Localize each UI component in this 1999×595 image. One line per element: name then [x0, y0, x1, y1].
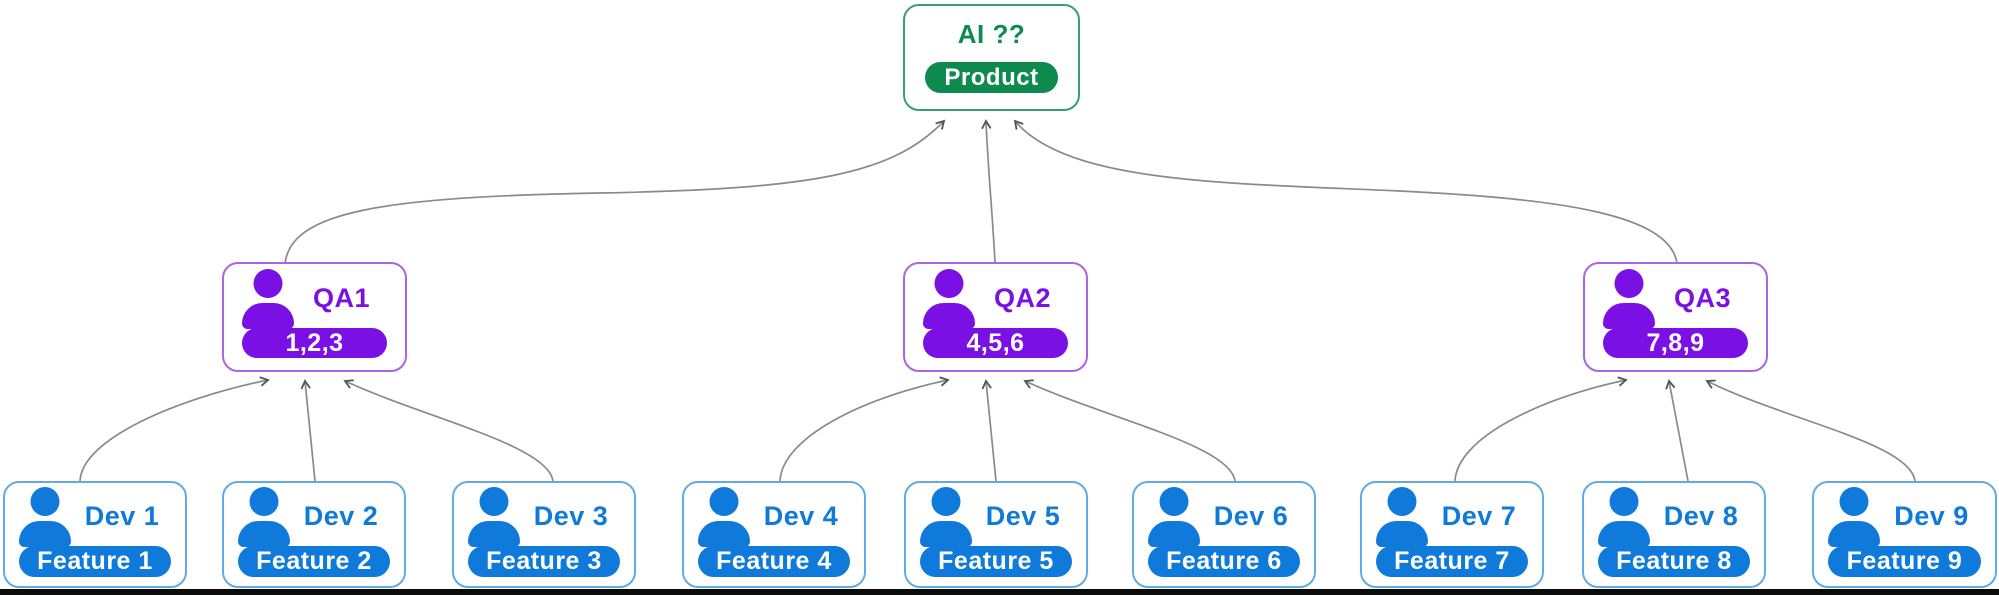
feature-badge: Feature 9 [1828, 546, 1981, 577]
qa-label: QA2 [993, 283, 1052, 313]
edge-qa1-root [284, 119, 946, 264]
dev-node-4: Dev 4 Feature 4 [682, 481, 866, 588]
edge-dev6-qa2 [1023, 379, 1236, 482]
qa-badge: 7,8,9 [1603, 328, 1748, 358]
dev-label: Dev 9 [1894, 501, 1969, 531]
edge-dev9-qa3 [1705, 379, 1916, 482]
person-icon [19, 486, 71, 547]
product-badge: Product [925, 62, 1058, 93]
feature-badge: Feature 5 [920, 546, 1072, 577]
feature-badge: Feature 1 [19, 546, 171, 577]
dev-label: Dev 1 [84, 501, 160, 531]
qa-label: QA3 [1673, 283, 1732, 313]
qa-node-2: QA2 4,5,6 [903, 262, 1088, 372]
feature-badge: Feature 8 [1598, 546, 1750, 577]
person-icon [1376, 486, 1428, 547]
person-icon [1598, 486, 1650, 547]
dev-node-9: Dev 9 Feature 9 [1812, 481, 1997, 588]
person-icon [920, 486, 972, 547]
dev-node-8: Dev 8 Feature 8 [1582, 481, 1766, 588]
feature-badge: Feature 2 [238, 546, 390, 577]
dev-node-7: Dev 7 Feature 7 [1360, 481, 1544, 588]
dev-label: Dev 2 [303, 501, 379, 531]
qa-badge: 4,5,6 [923, 328, 1068, 358]
feature-badge: Feature 6 [1148, 546, 1300, 577]
window-edge-bar [0, 589, 1999, 595]
dev-label: Dev 8 [1663, 501, 1739, 531]
person-icon [1603, 268, 1655, 329]
qa-badge: 1,2,3 [242, 328, 387, 358]
qa-label: QA1 [312, 283, 371, 313]
dev-label: Dev 4 [763, 501, 839, 531]
edge-qa3-root [1013, 119, 1678, 264]
feature-badge: Feature 7 [1376, 546, 1528, 577]
dev-label: Dev 6 [1213, 501, 1289, 531]
dev-label: Dev 3 [533, 501, 609, 531]
person-icon [1148, 486, 1200, 547]
dev-node-6: Dev 6 Feature 6 [1132, 481, 1316, 588]
edge-dev2-qa1 [300, 379, 316, 482]
person-icon [238, 486, 290, 547]
person-icon [698, 486, 750, 547]
dev-node-3: Dev 3 Feature 3 [452, 481, 636, 588]
feature-badge: Feature 4 [698, 546, 850, 577]
dev-node-1: Dev 1 Feature 1 [3, 481, 187, 588]
person-icon [468, 486, 520, 547]
edge-dev4-qa2 [779, 376, 950, 482]
qa-node-1: QA1 1,2,3 [222, 262, 407, 372]
person-icon [923, 268, 975, 329]
qa-node-3: QA3 7,8,9 [1583, 262, 1768, 372]
person-icon [1828, 486, 1880, 547]
dev-label: Dev 7 [1441, 501, 1517, 531]
edge-dev3-qa1 [343, 379, 554, 482]
feature-badge: Feature 3 [468, 546, 620, 577]
person-icon [242, 268, 294, 329]
dev-label: Dev 5 [985, 501, 1061, 531]
edge-dev7-qa3 [1454, 376, 1628, 482]
edge-dev1-qa1 [79, 376, 270, 482]
edge-dev5-qa2 [981, 379, 997, 482]
dev-node-5: Dev 5 Feature 5 [904, 481, 1088, 588]
root-node-product: AI ?? Product [903, 4, 1080, 111]
dev-node-2: Dev 2 Feature 2 [222, 481, 406, 588]
edge-dev8-qa3 [1665, 379, 1689, 482]
edge-qa2-root [981, 119, 996, 264]
root-title: AI ?? [957, 19, 1026, 49]
